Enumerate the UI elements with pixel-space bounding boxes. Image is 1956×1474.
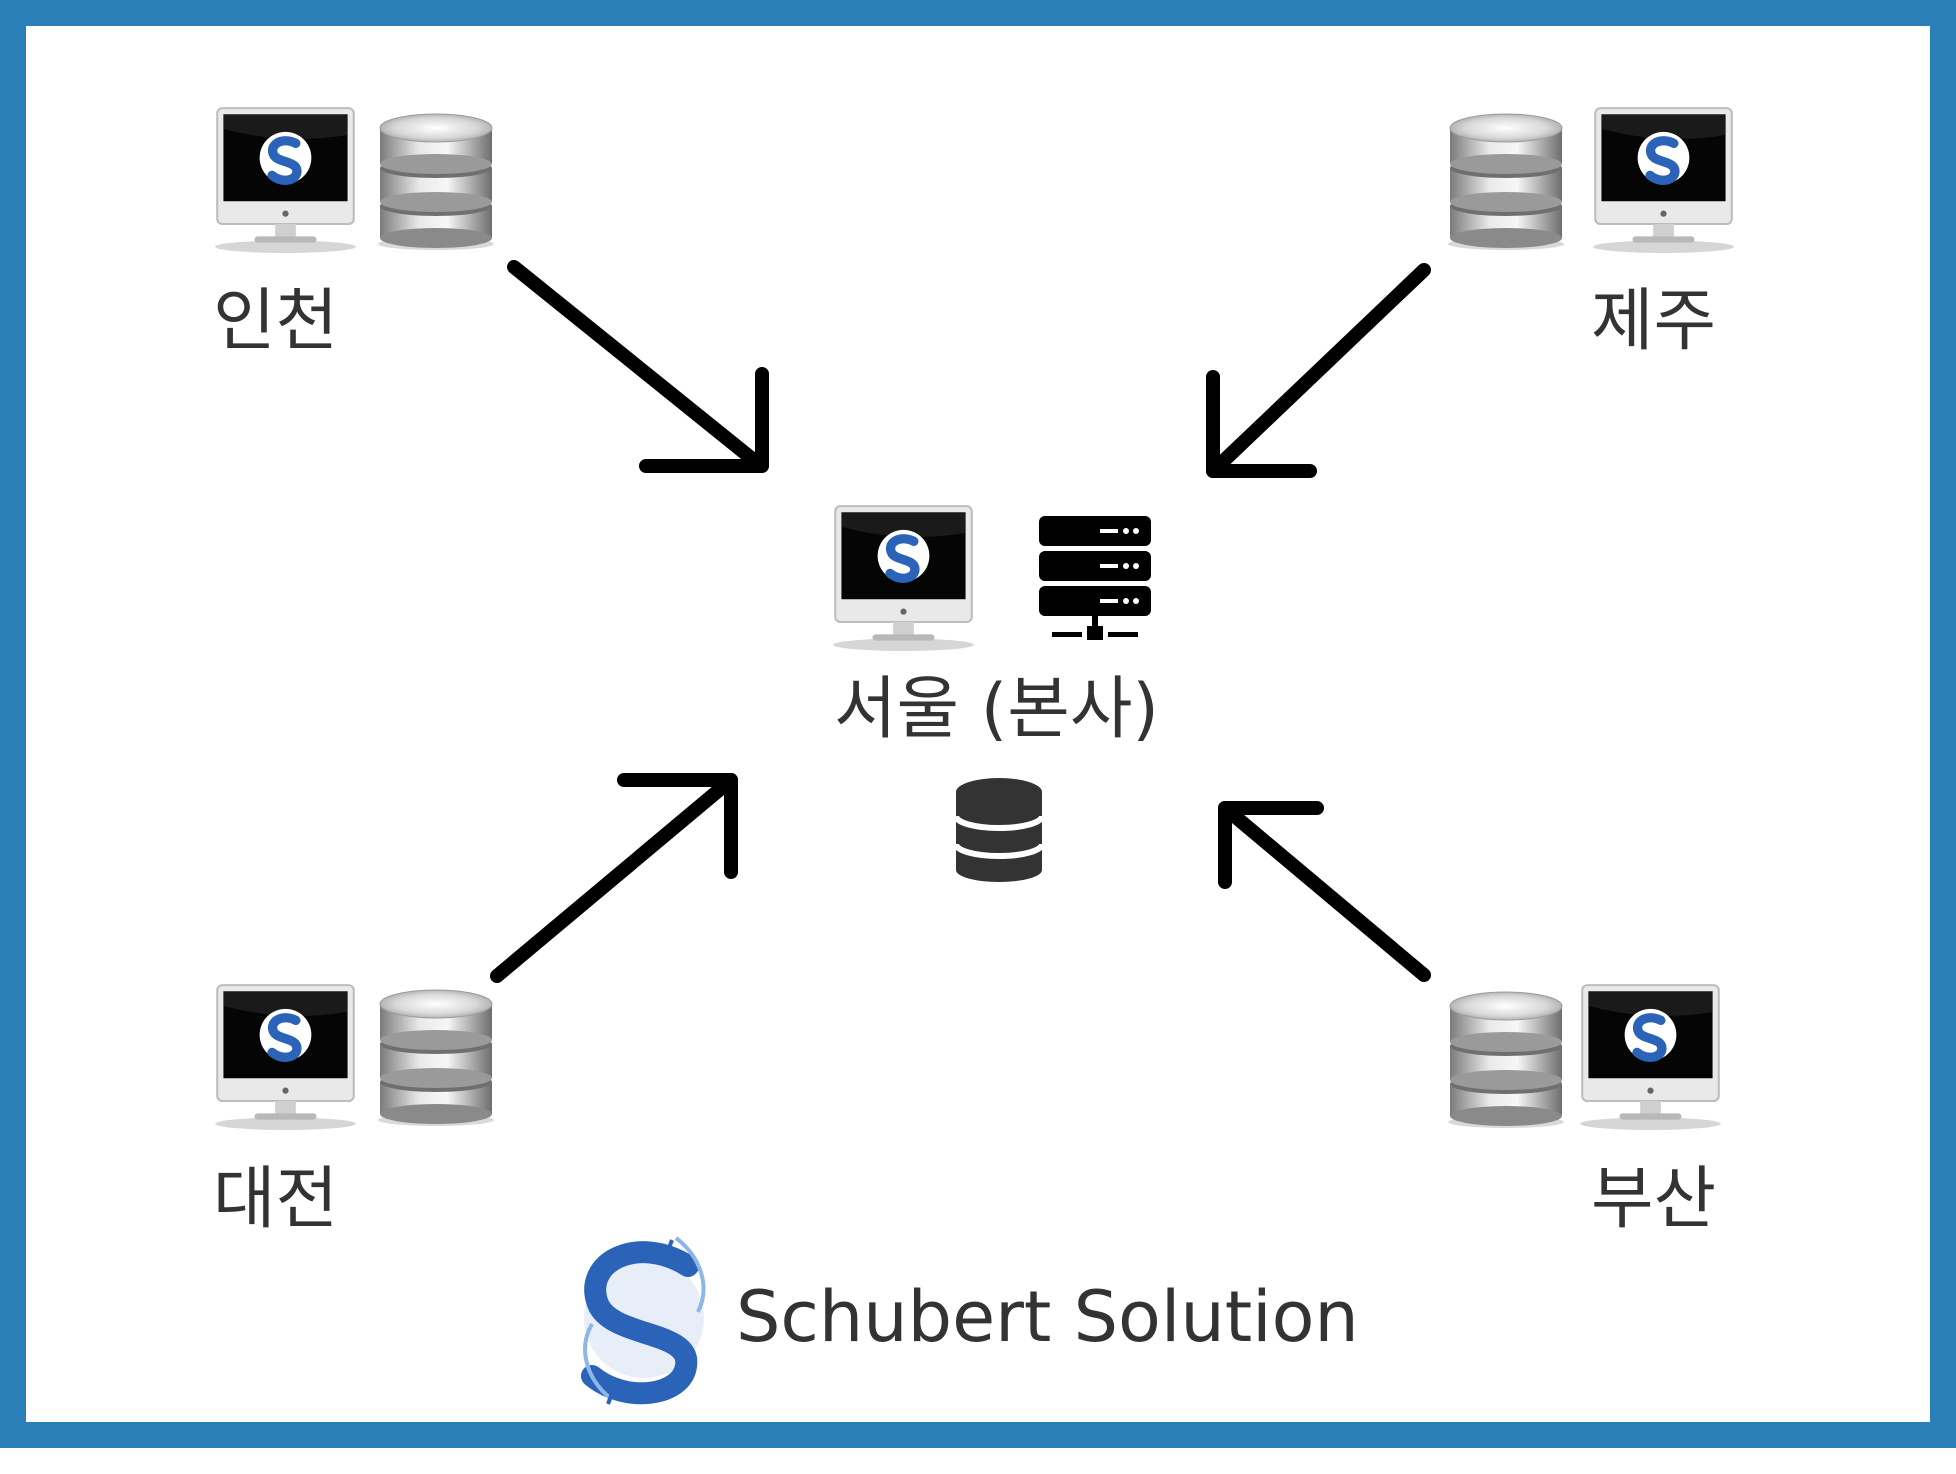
- node-seoul: [833, 506, 1151, 882]
- label-daejeon: 대전: [213, 1160, 339, 1239]
- server-rack-icon: [1039, 516, 1151, 640]
- node-daejeon: [215, 985, 495, 1130]
- arrow-busan-to-seoul: [1218, 801, 1431, 982]
- brand-name: Schubert Solution: [736, 1276, 1359, 1358]
- database-cylinder-icon: [377, 113, 495, 250]
- database-cylinder-icon: [377, 989, 495, 1126]
- imac-computer-icon: [833, 506, 974, 651]
- diagram-canvas: [26, 26, 1956, 1405]
- label-jeju: 제주: [1591, 282, 1717, 361]
- database-cylinder-icon: [1447, 113, 1565, 250]
- imac-computer-icon: [1593, 108, 1734, 253]
- label-incheon: 인천: [213, 282, 339, 361]
- node-busan: [1447, 985, 1721, 1130]
- schubert-logo-icon: [581, 1236, 706, 1405]
- arrow-daejeon-to-seoul: [490, 773, 738, 983]
- database-icon: [953, 778, 1045, 882]
- database-cylinder-icon: [1447, 991, 1565, 1128]
- arrow-incheon-to-seoul: [507, 260, 769, 473]
- imac-computer-icon: [215, 985, 356, 1130]
- label-busan: 부산: [1591, 1160, 1717, 1239]
- node-jeju: [1447, 108, 1734, 253]
- label-seoul-hq: 서울 (본사): [834, 670, 1159, 749]
- imac-computer-icon: [215, 108, 356, 253]
- arrow-jeju-to-seoul: [1206, 263, 1431, 478]
- imac-computer-icon: [1580, 985, 1721, 1130]
- node-incheon: [215, 108, 495, 253]
